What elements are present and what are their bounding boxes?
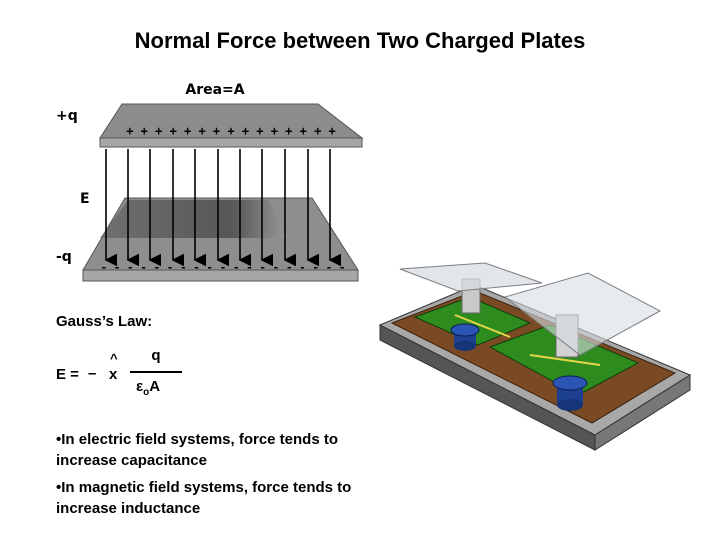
equation-lhs: E = [56,366,79,383]
screw-left [450,323,480,351]
large-glass-plate [503,272,662,356]
bottom-plate-edge [82,269,359,282]
screw-right [552,375,588,411]
top-plate-plus-signs: + + + + + + + + + + + + + + + [126,124,336,138]
field-label: E [80,191,90,207]
area-symbol: A [149,378,161,395]
trace [529,354,601,366]
equation-sign: – [88,365,97,382]
mems-device-illustration [378,262,692,451]
top-charge-label: +q [56,108,78,124]
small-glass-plate [399,262,543,292]
epsilon-subscript: o [143,387,150,398]
equation-numerator: q [151,347,161,364]
bottom-plate-minus-signs: - - - - - - - - - - - - - - - - - - - [100,261,345,274]
unit-vector-x: x [109,366,118,383]
top-plate-edge [99,137,363,148]
bullet-list: •In electric field systems, force tends … [56,429,396,525]
equation-denominator: εoA [136,378,160,398]
unit-vector-hat: ^ [110,351,118,366]
trace [454,314,511,338]
fraction-bar [130,371,182,373]
bullet-capacitance: •In electric field systems, force tends … [56,431,339,469]
device-base-side [594,374,691,451]
bullet-inductance: •In magnetic field systems, force tends … [56,479,352,517]
epsilon-symbol: ε [136,378,144,395]
gauss-law-equation: E = – ^ x q εoA [56,347,196,402]
plate-capacitor-diagram: Area=A +q + + + + + + + + + + + + + + + … [56,82,364,282]
area-label: Area=A [185,82,244,98]
page-title: Normal Force between Two Charged Plates [134,28,586,53]
bottom-charge-label: -q [56,249,72,265]
gauss-law-heading: Gauss’s Law: [56,313,153,330]
field-lines [104,149,342,267]
plate-shadow [100,200,288,238]
